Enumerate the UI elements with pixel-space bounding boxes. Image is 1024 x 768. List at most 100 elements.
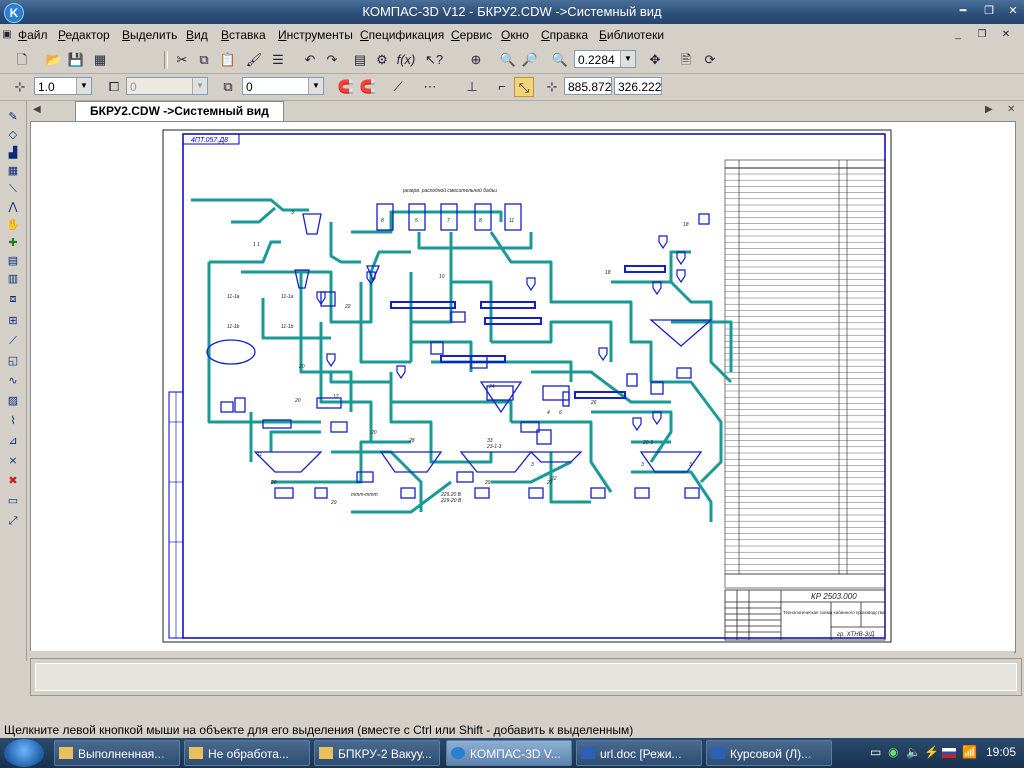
usb-icon[interactable]: ⚡: [924, 745, 939, 759]
network-status-icon[interactable]: ◉: [888, 745, 899, 759]
close-button[interactable]: ✕: [1008, 5, 1018, 17]
function-icon[interactable]: f(x): [396, 52, 416, 67]
ortho-mode-icon[interactable]: ⌐: [498, 79, 506, 94]
doc-restore-button[interactable]: ❐: [977, 29, 987, 40]
save-icon[interactable]: 💾: [67, 52, 85, 67]
regenerate-icon[interactable]: ⟳: [704, 52, 716, 67]
redo-icon[interactable]: ↷: [326, 52, 338, 67]
reports-icon[interactable]: ▥: [7, 273, 19, 285]
task-item[interactable]: КОМПАС-3D V...: [446, 740, 572, 766]
menu-service[interactable]: Сервис: [451, 28, 493, 42]
view-combo[interactable]: 0▼: [126, 77, 208, 95]
task-item[interactable]: url.doc [Режи...: [576, 740, 702, 766]
list-icon[interactable]: ☰: [272, 52, 284, 67]
view-icon[interactable]: ⧠: [108, 79, 120, 94]
zoom-scale-icon[interactable]: 🔍: [551, 52, 569, 67]
doc-minimize-button[interactable]: _: [955, 29, 961, 40]
kompas-icon[interactable]: K: [4, 3, 24, 23]
round-icon[interactable]: ⤡: [514, 77, 534, 97]
menu-specification[interactable]: Спецификация: [360, 28, 445, 42]
macro-icon[interactable]: ⊞: [8, 315, 18, 327]
start-button[interactable]: [4, 739, 44, 767]
menu-window[interactable]: Окно: [501, 28, 529, 42]
measure-icon[interactable]: ⋀: [8, 201, 18, 213]
coord-y-field[interactable]: 326.222: [614, 77, 662, 95]
wifi-icon[interactable]: 📶: [962, 745, 977, 759]
curve-icon[interactable]: ∿: [8, 375, 18, 387]
menu-view[interactable]: Вид: [186, 28, 208, 42]
menu-libraries[interactable]: Библиотеки: [599, 28, 665, 42]
drawing-canvas[interactable]: 4ПТ.057.Д8 КР 2503.000 Т: [30, 121, 1016, 653]
document-menu-icon[interactable]: ▣: [2, 29, 12, 40]
menu-help[interactable]: Справка: [541, 28, 589, 42]
pan-icon[interactable]: ✥: [649, 52, 661, 67]
tab-close-icon[interactable]: ✕: [1007, 104, 1016, 115]
task-item[interactable]: БПКРУ-2 Вакуу...: [314, 740, 440, 766]
selection-icon[interactable]: ✋: [6, 219, 20, 231]
menu-file[interactable]: Файл: [18, 28, 48, 42]
cut-icon[interactable]: ✂: [176, 52, 188, 67]
leader-icon[interactable]: ⊿: [8, 435, 18, 447]
layout-icon[interactable]: ◱: [7, 355, 19, 367]
local-cs-icon[interactable]: ⊥: [466, 79, 478, 94]
tab-document[interactable]: БКРУ2.CDW ->Системный вид: [75, 101, 284, 122]
restore-button[interactable]: ❐: [984, 5, 994, 17]
coord-x-field[interactable]: 885.872: [564, 77, 612, 95]
properties-icon[interactable]: ▦: [93, 52, 107, 67]
scale-icon[interactable]: ⤢: [8, 515, 18, 527]
drawing-sheet[interactable]: 4ПТ.057.Д8 КР 2503.000 Т: [31, 122, 1015, 652]
new-document-icon[interactable]: 🗋: [16, 52, 28, 67]
parametrization-icon[interactable]: ⟍: [9, 183, 17, 195]
associative-views-icon[interactable]: ✚: [8, 237, 18, 249]
variables-icon[interactable]: ⚙: [376, 52, 388, 67]
frame-icon[interactable]: ▭: [7, 495, 19, 507]
symbol-icon[interactable]: ⨯: [8, 455, 18, 467]
designations-icon[interactable]: ▟: [8, 147, 18, 159]
minimize-button[interactable]: ━: [959, 5, 967, 17]
task-item[interactable]: Выполненная...: [54, 740, 180, 766]
cursor-step-icon[interactable]: ⊹: [14, 79, 26, 94]
menu-tools[interactable]: Инструменты: [278, 28, 353, 42]
layer-icon[interactable]: ⧉: [223, 79, 233, 94]
zoom-in-icon[interactable]: 🔍: [499, 52, 517, 67]
local-snap-icon[interactable]: 🧲: [359, 79, 377, 94]
cursor-coordinates-icon[interactable]: ⊹: [546, 79, 558, 94]
geometry-icon[interactable]: ✎: [8, 111, 18, 123]
tab-scroll-right-icon[interactable]: ▶: [985, 104, 993, 115]
snap-icon[interactable]: 🧲: [337, 79, 355, 94]
horizontal-scrollbar[interactable]: [30, 651, 1014, 657]
help-pointer-icon[interactable]: ↖?: [424, 52, 444, 67]
document-manager-icon[interactable]: ▤: [353, 52, 367, 67]
rough-icon[interactable]: ⌇: [10, 415, 16, 427]
delete-icon[interactable]: ✖: [8, 475, 18, 487]
copy-icon[interactable]: ⧉: [199, 52, 209, 67]
open-folder-icon[interactable]: 📂: [45, 52, 63, 67]
zoom-window-icon[interactable]: ⊕: [470, 52, 482, 67]
format-painter-icon[interactable]: 🖌: [245, 52, 263, 67]
doc-close-button[interactable]: ✕: [1001, 29, 1011, 40]
insert-fragment-icon[interactable]: ⧈: [9, 293, 17, 305]
orthogonal-icon[interactable]: ⟋: [393, 79, 403, 94]
hatch-icon[interactable]: ▨: [7, 395, 19, 407]
cursor-step-combo[interactable]: 1.0▼: [34, 77, 92, 95]
grid-icon[interactable]: ⋯: [423, 79, 437, 94]
paste-icon[interactable]: 📋: [219, 52, 237, 67]
menu-insert[interactable]: Вставка: [221, 28, 266, 42]
task-item[interactable]: Курсовой (Л)...: [706, 740, 832, 766]
edit-icon[interactable]: ▦: [7, 165, 19, 177]
task-item[interactable]: Не обработа...: [184, 740, 310, 766]
layer-combo[interactable]: 0▼: [242, 77, 324, 95]
volume-icon[interactable]: 🔈: [906, 745, 921, 759]
desktop-icon[interactable]: ▭: [870, 745, 882, 759]
menu-edit[interactable]: Редактор: [58, 28, 110, 42]
zoom-out-icon[interactable]: 🔎: [521, 52, 539, 67]
undo-icon[interactable]: ↶: [304, 52, 316, 67]
line-icon[interactable]: ⟋: [9, 335, 17, 347]
refresh-icon[interactable]: 🖹: [680, 52, 692, 67]
language-flag-icon[interactable]: [942, 748, 956, 758]
tab-scroll-left-icon[interactable]: ◀: [33, 104, 41, 115]
spec-icon[interactable]: ▤: [7, 255, 19, 267]
dimensions-icon[interactable]: ◇: [8, 129, 18, 141]
menu-select[interactable]: Выделить: [122, 28, 178, 42]
zoom-combo[interactable]: 0.2284▼: [574, 50, 636, 68]
